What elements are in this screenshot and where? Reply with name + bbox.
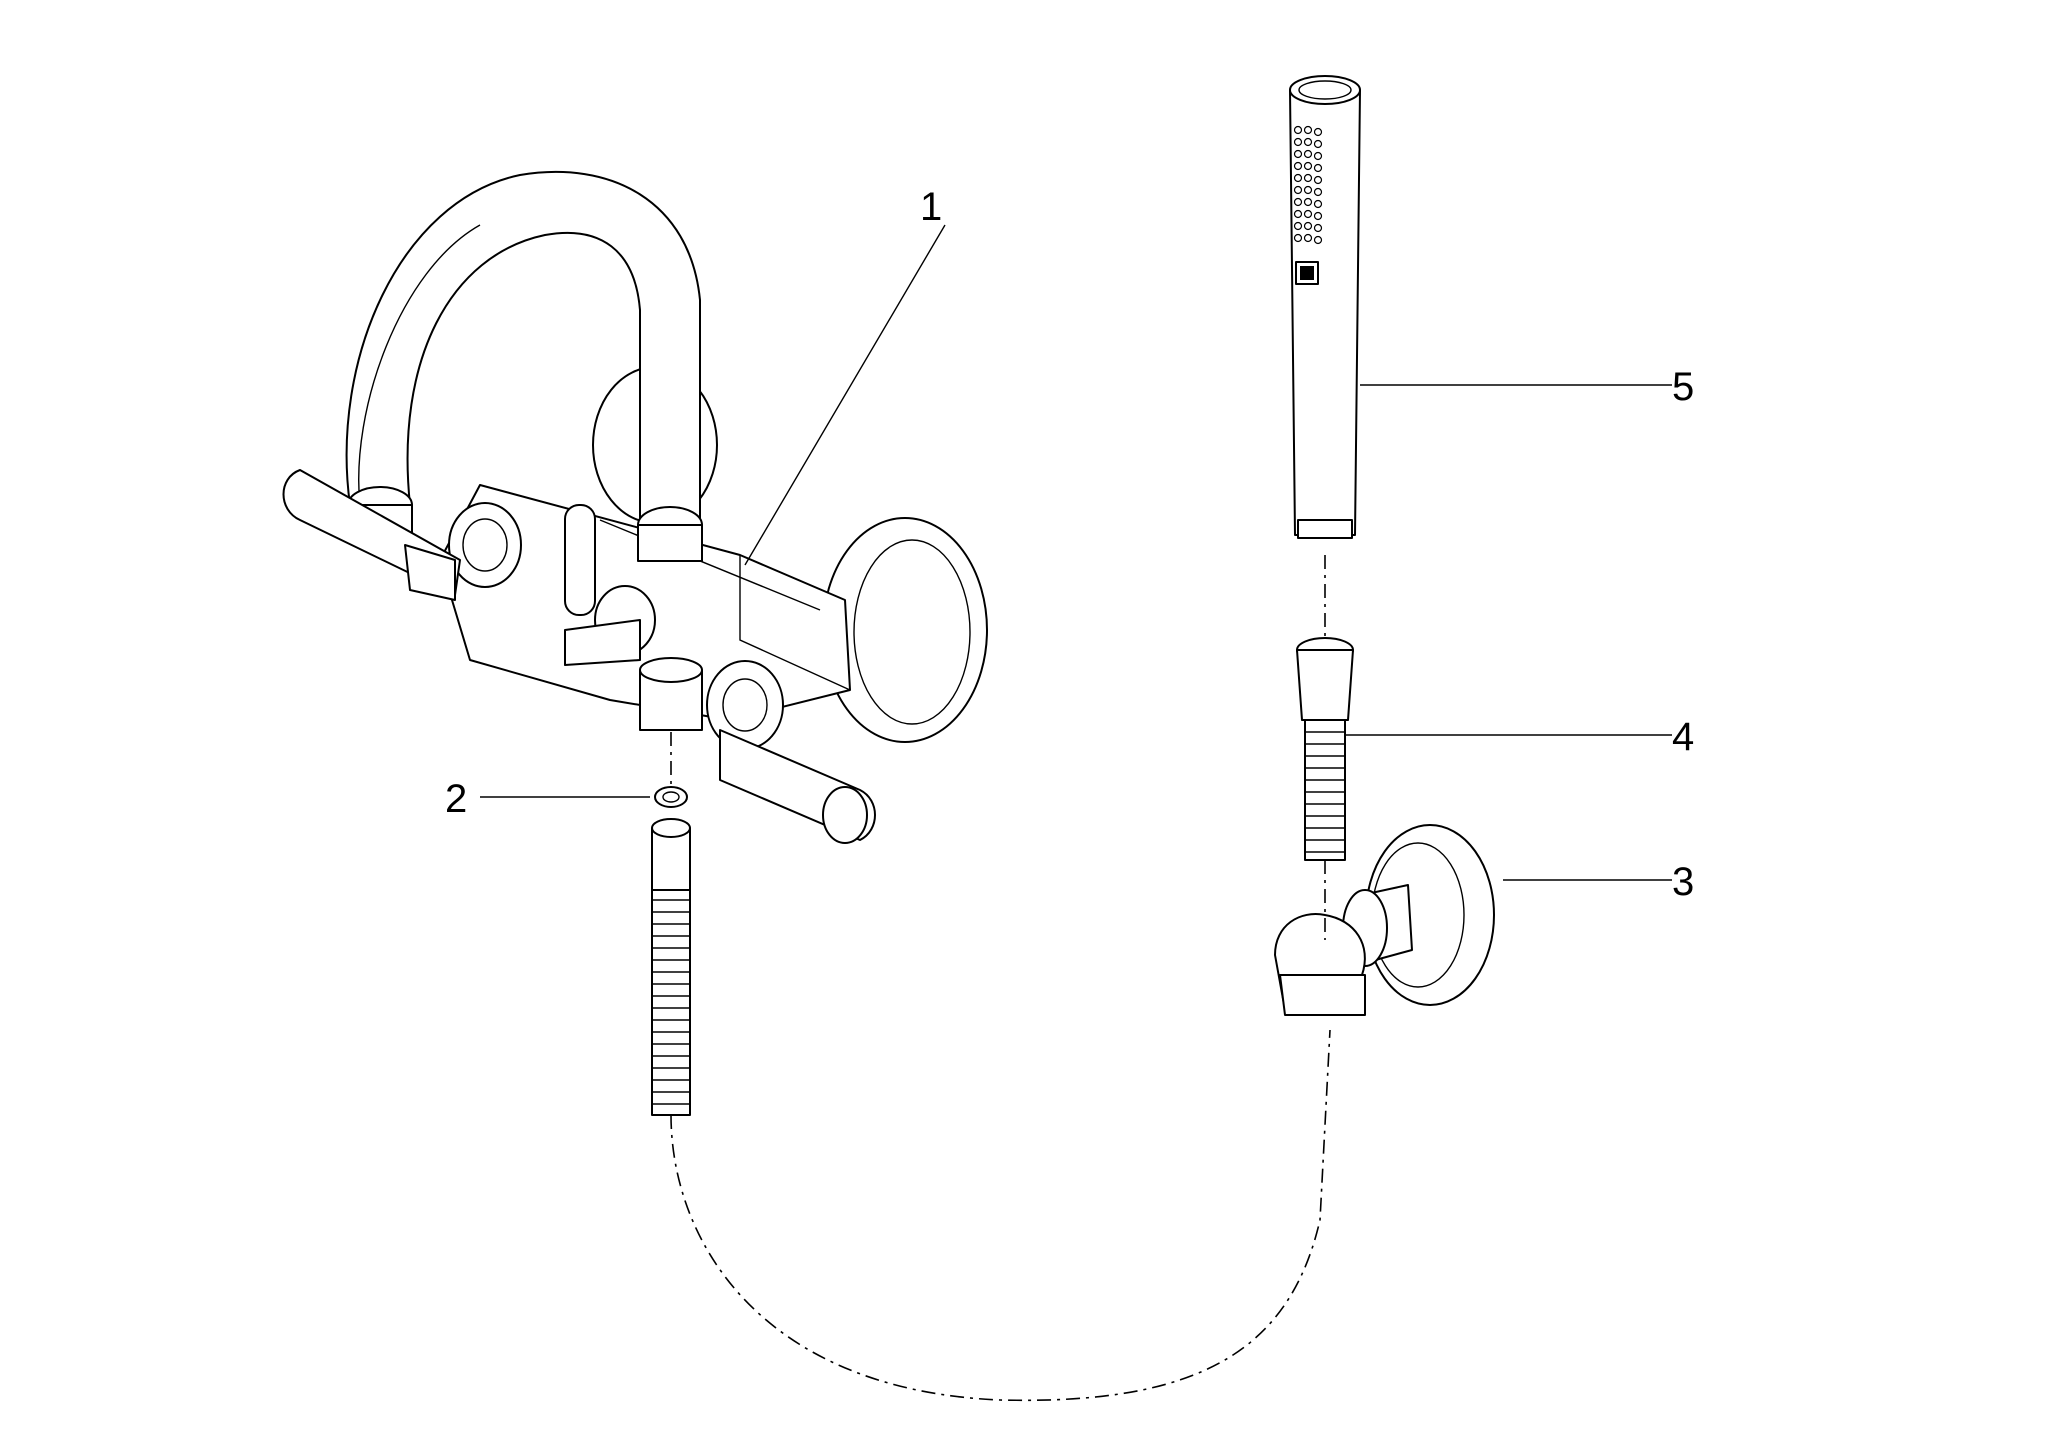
callout-1: 1 bbox=[920, 185, 942, 229]
callout-1-leader bbox=[744, 224, 946, 566]
diverter-lever bbox=[564, 504, 596, 616]
hose-path-dashed bbox=[670, 1029, 1331, 1402]
shower-hose bbox=[651, 818, 1331, 1402]
handle-hub-left bbox=[448, 502, 522, 588]
callout-5: 5 bbox=[1672, 365, 1694, 409]
shower-head-face bbox=[1289, 75, 1361, 105]
shower-thread bbox=[1297, 519, 1353, 539]
spout-base-right bbox=[637, 524, 703, 562]
handle-hub-right bbox=[706, 660, 784, 750]
seal-washer bbox=[654, 786, 688, 808]
spray-nozzles bbox=[1293, 125, 1323, 245]
hose-segment-right bbox=[1304, 719, 1346, 861]
callout-4: 4 bbox=[1672, 715, 1694, 759]
part-4-connector bbox=[1296, 555, 1672, 940]
spout-arch bbox=[345, 170, 701, 526]
part-2-seal bbox=[480, 732, 688, 808]
part-1-mixer bbox=[282, 170, 988, 844]
connector-nut bbox=[1296, 649, 1354, 721]
part-3-wall-holder bbox=[1274, 824, 1672, 1016]
callout-3: 3 bbox=[1672, 860, 1694, 904]
part-5-hand-shower bbox=[1289, 75, 1672, 539]
callout-2: 2 bbox=[445, 777, 467, 821]
